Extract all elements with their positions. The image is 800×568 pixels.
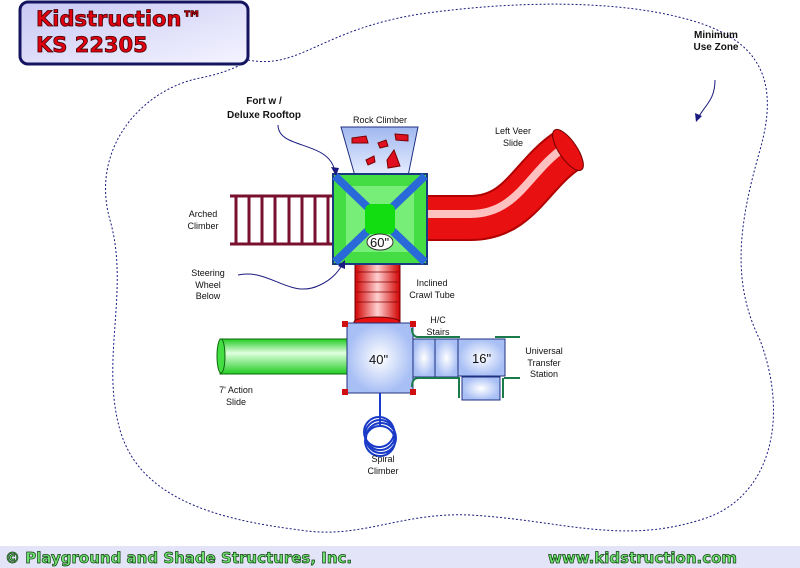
svg-text:Climber: Climber xyxy=(367,466,398,476)
svg-text:Fort w /: Fort w / xyxy=(246,96,282,107)
svg-text:Crawl Tube: Crawl Tube xyxy=(409,290,455,300)
label-steering-wheel: Steering Wheel Below xyxy=(191,268,225,301)
label-hc-stairs: H/C Stairs xyxy=(426,315,450,337)
steering-wheel-pointer xyxy=(237,263,344,290)
label-spiral-climber: Spiral Climber xyxy=(367,454,398,476)
arrow-icon xyxy=(695,113,702,122)
footer-website: www.kidstruction.com xyxy=(548,549,737,567)
title-box xyxy=(18,0,250,66)
svg-text:Arched: Arched xyxy=(189,209,218,219)
label-rock-climber: Rock Climber xyxy=(353,115,407,125)
svg-text:Station: Station xyxy=(530,369,558,379)
svg-text:Deluxe Rooftop: Deluxe Rooftop xyxy=(227,110,301,121)
svg-text:Inclined: Inclined xyxy=(416,278,447,288)
fort-height: 60" xyxy=(370,235,389,250)
label-universal-transfer-station: Universal Transfer Station xyxy=(525,346,563,379)
svg-text:Wheel: Wheel xyxy=(195,280,221,290)
svg-text:Climber: Climber xyxy=(187,221,218,231)
rock-climber xyxy=(340,126,419,177)
svg-text:Steering: Steering xyxy=(191,268,225,278)
label-minimum-use-zone: Minimum Use Zone xyxy=(693,30,738,53)
footer-copyright: © Playground and Shade Structures, Inc. xyxy=(5,549,352,567)
svg-text:Spiral: Spiral xyxy=(371,454,394,464)
minimum-use-zone-boundary xyxy=(105,3,774,533)
svg-text:Below: Below xyxy=(196,291,221,301)
model-number: KS 22305 xyxy=(36,33,148,57)
brand-title: Kidstruction™ xyxy=(36,7,202,31)
svg-text:Minimum: Minimum xyxy=(694,30,738,41)
arched-climber xyxy=(230,194,335,246)
label-fort: Fort w / Deluxe Rooftop xyxy=(227,96,301,121)
label-arched-climber: Arched Climber xyxy=(187,209,218,231)
arrow-icon xyxy=(338,260,345,269)
arrow-icon xyxy=(331,167,339,176)
svg-text:Slide: Slide xyxy=(226,397,246,407)
label-left-veer-slide: Left Veer Slide xyxy=(495,126,531,148)
svg-text:Transfer: Transfer xyxy=(527,358,560,368)
hc-stairs xyxy=(411,327,460,388)
deck-40: 40" xyxy=(342,321,416,395)
fort-deluxe-rooftop: 60" xyxy=(332,173,428,265)
svg-text:H/C: H/C xyxy=(430,315,446,325)
use-zone-pointer xyxy=(697,79,716,119)
svg-text:Use Zone: Use Zone xyxy=(693,42,738,53)
spiral-climber xyxy=(363,393,397,457)
label-action-slide: 7' Action Slide xyxy=(219,385,253,407)
svg-text:Slide: Slide xyxy=(503,138,523,148)
deck-height: 40" xyxy=(369,352,388,367)
transfer-height: 16" xyxy=(472,351,491,366)
left-veer-slide xyxy=(420,128,584,241)
label-inclined-crawl-tube: Inclined Crawl Tube xyxy=(409,278,455,300)
svg-text:Stairs: Stairs xyxy=(426,327,450,337)
transfer-station: 16" xyxy=(457,336,520,401)
fort-pointer xyxy=(277,124,336,173)
inclined-crawl-tube xyxy=(353,261,401,328)
svg-text:Universal: Universal xyxy=(525,346,563,356)
action-slide xyxy=(216,338,351,375)
footer-band xyxy=(0,546,800,568)
svg-text:7' Action: 7' Action xyxy=(219,385,253,395)
svg-text:Left Veer: Left Veer xyxy=(495,126,531,136)
